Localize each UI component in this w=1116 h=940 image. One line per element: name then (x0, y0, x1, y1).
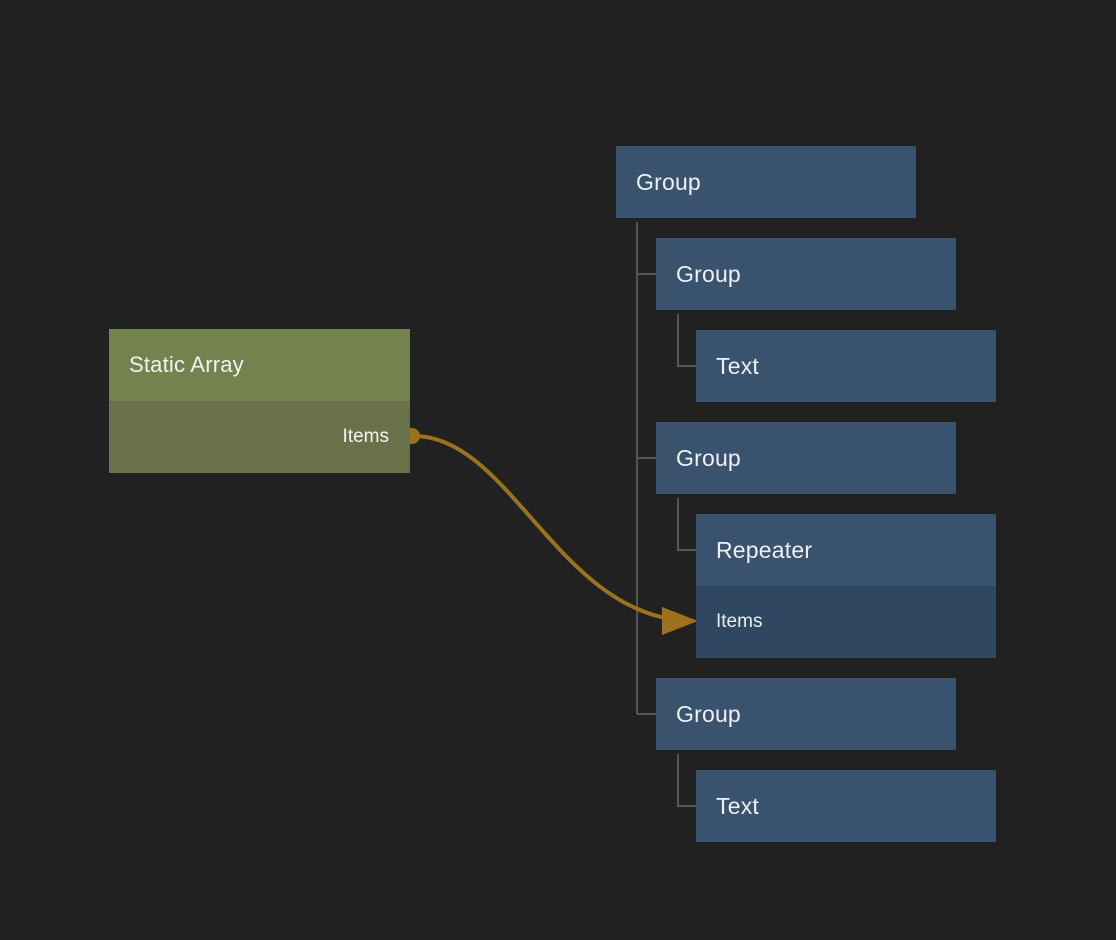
node-repeater[interactable]: Repeater Items (696, 514, 996, 658)
group-3-header[interactable]: Group (656, 678, 956, 750)
group-1-title: Group (676, 260, 741, 287)
text-1-title: Text (716, 352, 759, 379)
node-group-2[interactable]: Group (656, 422, 956, 494)
text-1-header[interactable]: Text (696, 330, 996, 402)
group-root-header[interactable]: Group (616, 146, 916, 218)
repeater-title: Repeater (716, 536, 813, 563)
connection-curve (413, 434, 698, 635)
repeater-items-label: Items (716, 611, 763, 632)
static-array-items-port[interactable]: Items (109, 401, 410, 473)
node-static-array[interactable]: Static Array Items (109, 329, 410, 473)
node-text-2[interactable]: Text (696, 770, 996, 842)
static-array-title: Static Array (129, 352, 244, 377)
repeater-items-port[interactable]: Items (696, 586, 996, 658)
text-2-title: Text (716, 792, 759, 819)
group-2-title: Group (676, 444, 741, 471)
node-group-3[interactable]: Group (656, 678, 956, 750)
group-3-title: Group (676, 700, 741, 727)
group-2-header[interactable]: Group (656, 422, 956, 494)
node-group-root[interactable]: Group (616, 146, 916, 218)
node-text-1[interactable]: Text (696, 330, 996, 402)
group-1-header[interactable]: Group (656, 238, 956, 310)
static-array-items-label: Items (342, 426, 389, 447)
repeater-header[interactable]: Repeater (696, 514, 996, 586)
group-root-title: Group (636, 168, 701, 195)
node-group-1[interactable]: Group (656, 238, 956, 310)
static-array-header[interactable]: Static Array (109, 329, 410, 401)
text-2-header[interactable]: Text (696, 770, 996, 842)
